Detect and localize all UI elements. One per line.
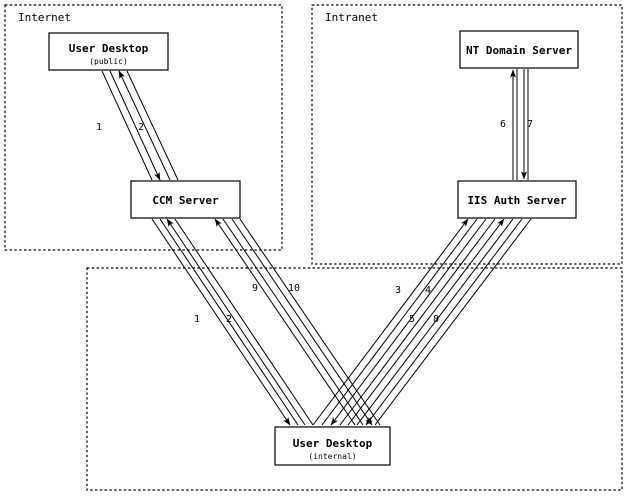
flow-line-2-internal-edge <box>174 218 314 426</box>
flow-line-3 <box>312 218 469 426</box>
flow-line-2-public-shaft <box>118 70 171 181</box>
flow-line-2-public-edge <box>126 70 179 181</box>
flow-line-4-edge <box>339 218 496 426</box>
flow-line-2-internal <box>166 218 306 426</box>
flow-label-1-internal: 1 <box>194 314 200 325</box>
flow-line-1-public <box>109 70 161 181</box>
zone-label-intranet: Intranet <box>325 11 378 24</box>
flow-line-1-internal-edge <box>159 218 299 426</box>
flow-line-10 <box>231 218 373 426</box>
flow-label-3: 3 <box>395 285 401 296</box>
flow-label-9: 9 <box>252 283 258 294</box>
node-iis-auth-server[interactable]: IIS Auth Server <box>457 180 577 219</box>
zone-internal-lan-border <box>86 267 623 491</box>
flow-line-8 <box>365 218 523 426</box>
flow-line-9 <box>214 218 356 426</box>
flow-group-iis-internal-a <box>312 218 496 426</box>
node-ccm-server[interactable]: CCM Server <box>130 180 241 219</box>
flow-label-2-internal: 2 <box>226 314 232 325</box>
zone-labels: Internet Intranet <box>18 11 378 24</box>
node-user-desktop-internal[interactable]: User Desktop (internal) <box>274 426 391 466</box>
flow-line-4 <box>330 218 487 426</box>
flow-label-2-public: 2 <box>138 122 144 133</box>
flow-label-5: 5 <box>409 314 415 325</box>
flow-label-4: 4 <box>425 285 431 296</box>
flow-line-5 <box>347 218 505 426</box>
node-subtitle-user-desktop-internal: (internal) <box>308 452 356 461</box>
flow-group-public-ccm <box>101 70 179 181</box>
node-box-user-desktop-public[interactable] <box>48 32 169 71</box>
flow-line-9-edge <box>222 218 364 426</box>
flow-line-5-edge <box>356 218 514 426</box>
zone-intranet-border <box>311 4 623 265</box>
flow-line-1-internal <box>151 218 291 426</box>
node-title-user-desktop-internal: User Desktop <box>293 437 373 450</box>
node-box-iis-auth-server[interactable] <box>457 180 577 219</box>
zone-label-internet: Internet <box>18 11 71 24</box>
flow-line-1-public-edge <box>101 70 153 181</box>
node-box-ccm-server[interactable] <box>130 180 241 219</box>
zone-boundaries <box>4 4 623 491</box>
flow-group-ccm-internal-b <box>214 218 381 426</box>
node-box-user-desktop-internal[interactable] <box>274 426 391 466</box>
flow-line-3-edge <box>321 218 478 426</box>
flow-label-8: 8 <box>433 314 439 325</box>
node-title-ccm-server: CCM Server <box>152 194 219 207</box>
flow-label-10: 10 <box>288 283 300 294</box>
flow-line-8-edge <box>374 218 532 426</box>
node-title-iis-auth-server: IIS Auth Server <box>467 194 567 207</box>
flow-labels: 1 2 6 7 9 10 1 2 3 4 5 8 <box>96 119 533 325</box>
flow-group-ccm-internal-a <box>151 218 314 426</box>
node-title-nt-domain-server: NT Domain Server <box>466 44 572 57</box>
node-box-nt-domain-server[interactable] <box>459 30 579 69</box>
flow-group-iis-internal-b <box>347 218 532 426</box>
flow-label-7: 7 <box>527 119 533 130</box>
flow-label-1-public: 1 <box>96 122 102 133</box>
flow-line-10-edge <box>239 218 381 426</box>
node-subtitle-user-desktop-public: (public) <box>89 57 128 66</box>
node-title-user-desktop-public: User Desktop <box>69 42 149 55</box>
flow-group-iis-nt <box>510 69 529 180</box>
flow-label-6: 6 <box>500 119 506 130</box>
zone-internet-border <box>4 4 283 251</box>
node-user-desktop-public[interactable]: User Desktop (public) <box>48 32 169 71</box>
node-nt-domain-server[interactable]: NT Domain Server <box>459 30 579 69</box>
